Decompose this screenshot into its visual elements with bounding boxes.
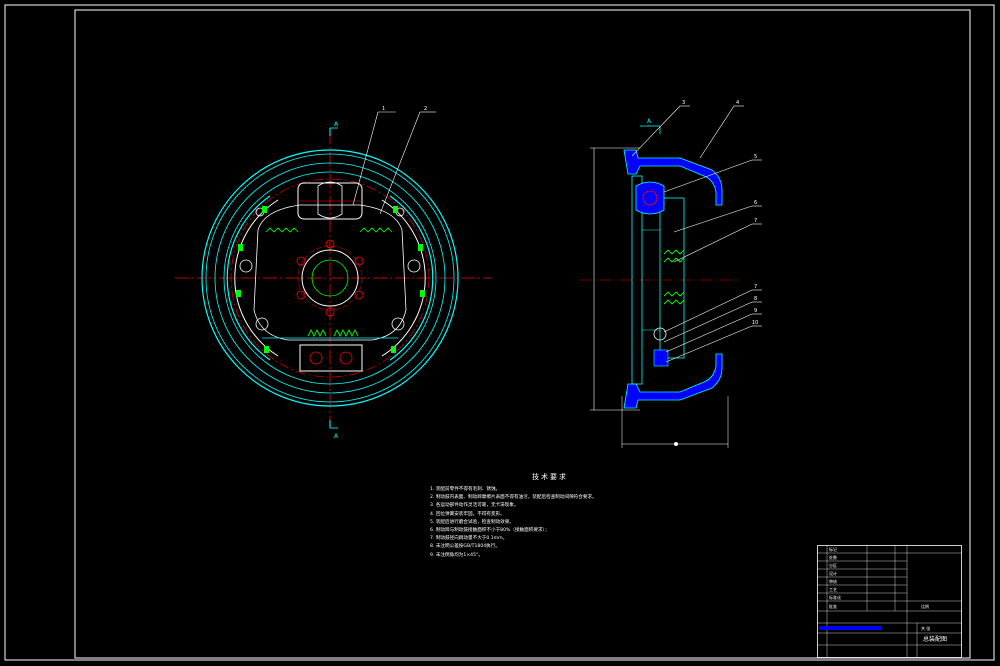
tech-req-line: 1. 装配前零件不得有毛刺、锈蚀。	[430, 487, 501, 492]
front-view: A A	[175, 106, 492, 440]
section-wheel-cylinder	[635, 181, 665, 215]
section-view: A 3 4 5 6 7 7 8 9 10	[580, 100, 762, 448]
brake-shoe-left	[234, 199, 279, 357]
hub-outer	[301, 249, 359, 307]
balloon-2: 2	[424, 106, 427, 112]
title-row-label: 处数	[829, 554, 837, 560]
drum-pitch-circle	[230, 178, 430, 378]
section-anchor-pin	[653, 327, 667, 341]
balloon-7a: 7	[754, 218, 757, 224]
tech-req-line: 3. 各运动部件动作灵活可靠，无卡滞现象。	[430, 503, 519, 509]
section-brake-shoe	[659, 197, 685, 359]
balloon-7b: 7	[754, 284, 757, 290]
balloon-3: 3	[682, 100, 685, 106]
sheet-label: 共 张	[921, 625, 930, 631]
drawing-frame-inner	[74, 9, 971, 659]
balloon-4: 4	[736, 100, 739, 106]
tech-req-line: 2. 制动鼓内表面、制动蹄摩擦片表面不得有油污，装配后检查制动间隙符合要求。	[430, 495, 597, 501]
hold-down-pins	[239, 207, 421, 331]
title-row-label: 批准	[829, 603, 837, 609]
brake-shoe-right	[381, 199, 426, 357]
technical-requirements: 技术要求 1. 装配前零件不得有毛刺、锈蚀。 2. 制动鼓内表面、制动蹄摩擦片表…	[430, 472, 730, 560]
scale-label: 比例	[921, 603, 929, 609]
tech-req-line: 8. 未注明公差按GB/T1804执行。	[430, 544, 500, 550]
drawing-name: 总装配图	[923, 635, 947, 643]
section-spring-upper	[663, 249, 685, 255]
drawing-frame-outer	[4, 4, 995, 661]
tech-req-line: 6. 制动蹄与制动鼓接触面积不小于80%（接触面积要求）；	[430, 528, 550, 534]
anchor-block	[299, 344, 363, 372]
hub-bore	[311, 259, 349, 297]
title-row-label: 标记	[829, 546, 837, 552]
balloon-5: 5	[754, 154, 757, 160]
drum-inner-circle	[214, 162, 446, 394]
title-row-label: 设计	[829, 570, 837, 576]
balloon-8: 8	[754, 296, 757, 302]
title-row-label: 审核	[829, 578, 837, 584]
backing-plate	[253, 204, 407, 341]
return-spring-top	[265, 227, 299, 233]
section-backing-plate	[631, 175, 643, 385]
balloon-1: 1	[382, 106, 385, 112]
section-spring-lower	[663, 291, 685, 297]
tech-req-title: 技术要求	[532, 473, 568, 481]
title-block: 标记 处数 分区 设计 审核 工艺 标准化 批准 比例 共 张 总装配图	[817, 545, 962, 658]
return-spring-bottom	[307, 328, 327, 338]
section-view-label: A	[647, 118, 652, 125]
tech-req-line: 9. 未注倒角均为1×45°。	[430, 552, 483, 558]
tech-req-line: 5. 装配后进行磨合试验，检查制动效果。	[430, 519, 514, 525]
tech-req-line: 7. 制动鼓径向跳动量不大于0.1mm。	[430, 536, 508, 542]
balloon-6: 6	[754, 200, 757, 206]
wheel-bolts	[296, 239, 364, 317]
drum-section-profile	[623, 149, 723, 206]
section-label-bottom: A	[334, 433, 339, 440]
section-label-top: A	[334, 121, 339, 128]
title-row-label: 分区	[829, 562, 837, 568]
balloon-9: 9	[754, 308, 757, 314]
title-row-label: 工艺	[829, 587, 837, 592]
drum-outer-circle	[201, 149, 459, 407]
title-row-label: 标准化	[829, 594, 841, 600]
tech-req-line: 4. 回位弹簧安装牢固，不得有变形。	[430, 511, 505, 517]
balloon-10: 10	[752, 320, 758, 326]
